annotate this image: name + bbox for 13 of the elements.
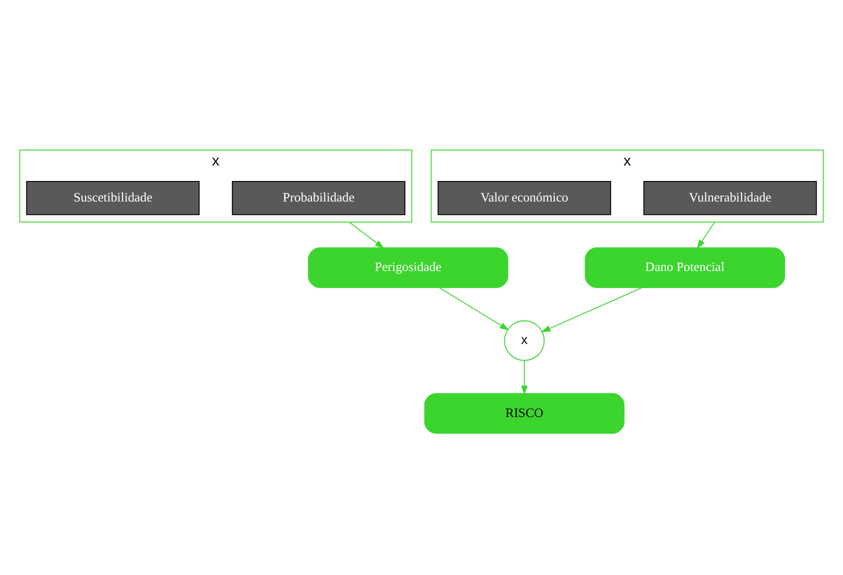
arrow — [348, 221, 384, 248]
arrow — [438, 286, 510, 330]
arrow — [521, 360, 528, 394]
arrow — [696, 221, 716, 248]
node-box: Dano Potencial — [584, 246, 785, 288]
node-box: Suscetibilidade — [26, 180, 200, 215]
node-box: Vulnerabilidade — [643, 180, 817, 215]
node-box: Probabilidade — [232, 180, 406, 215]
node-box: Valor económico — [438, 180, 612, 215]
node-box: RISCO — [424, 392, 624, 434]
node-box: Perigosidade — [308, 246, 508, 288]
node-circle: x — [504, 320, 545, 360]
arrow — [541, 286, 642, 332]
